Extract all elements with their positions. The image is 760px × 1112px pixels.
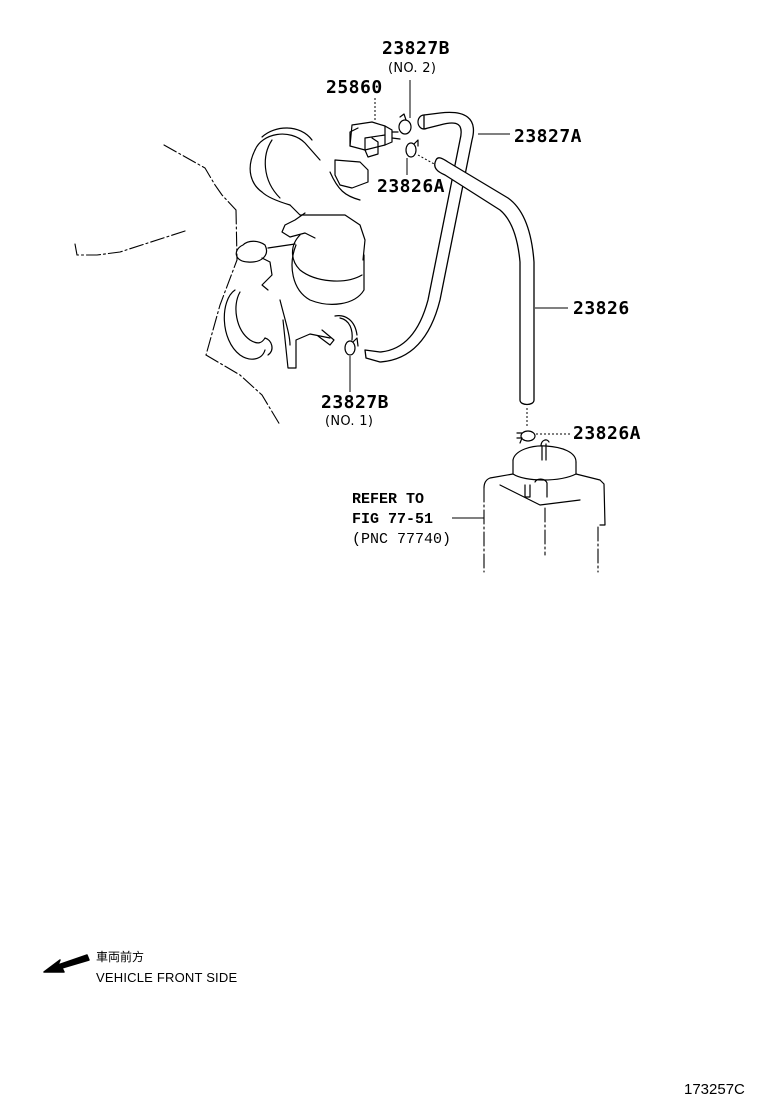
callout-23826[interactable]: 23826 — [573, 298, 630, 319]
callout-23827B-no2[interactable]: 23827B — [382, 38, 451, 59]
callout-23827B-no1[interactable]: 23827B — [321, 392, 390, 413]
arrow-down-left-icon — [43, 954, 90, 973]
clip-23827B-no2-shape — [398, 80, 412, 135]
legend-japanese-text: 車両前方 — [96, 950, 145, 964]
legend-vehicle-front-side: VEHICLE FRONT SIDE — [96, 970, 238, 985]
callout-25860[interactable]: 25860 — [326, 77, 383, 98]
reference-note-line1: REFER TO — [352, 491, 425, 508]
clip-23827B-no1-shape — [344, 337, 359, 392]
clip-23826A-top-shape — [405, 139, 437, 175]
intake-assembly — [223, 127, 369, 369]
figure-number: 173257C — [684, 1081, 745, 1098]
reference-note-pnc: (PNC 77740) — [352, 531, 452, 548]
engine-outline — [74, 144, 281, 426]
callout-23827A[interactable]: 23827A — [514, 126, 583, 147]
callout-23827B-no1-note: (NO. 1) — [325, 414, 374, 429]
callout-23827B-no2-note: (NO. 2) — [388, 61, 437, 76]
clip-23826A-bottom-shape — [516, 430, 570, 444]
hose-23827A-shape — [364, 111, 510, 363]
hose-23826-shape — [434, 157, 568, 428]
vsv-25860-shape — [349, 98, 401, 158]
callout-23826A-top[interactable]: 23826A — [377, 176, 446, 197]
callout-23826A-bottom[interactable]: 23826A — [573, 423, 642, 444]
canister-shape — [452, 439, 606, 573]
reference-note-link[interactable]: FIG 77-51 — [352, 511, 434, 528]
